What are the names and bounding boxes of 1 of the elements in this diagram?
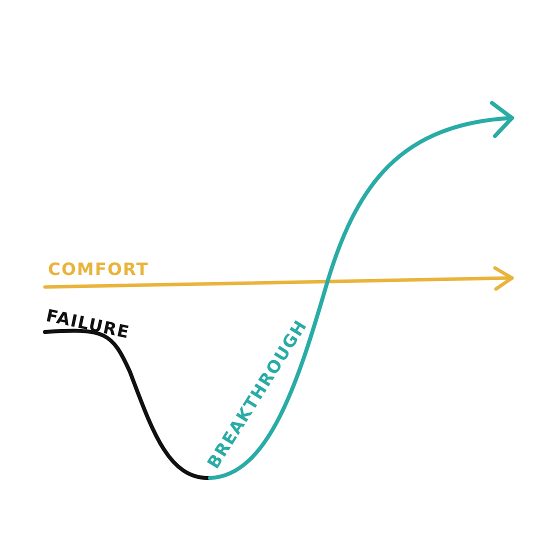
curve-label: COMFORT xyxy=(48,262,149,279)
